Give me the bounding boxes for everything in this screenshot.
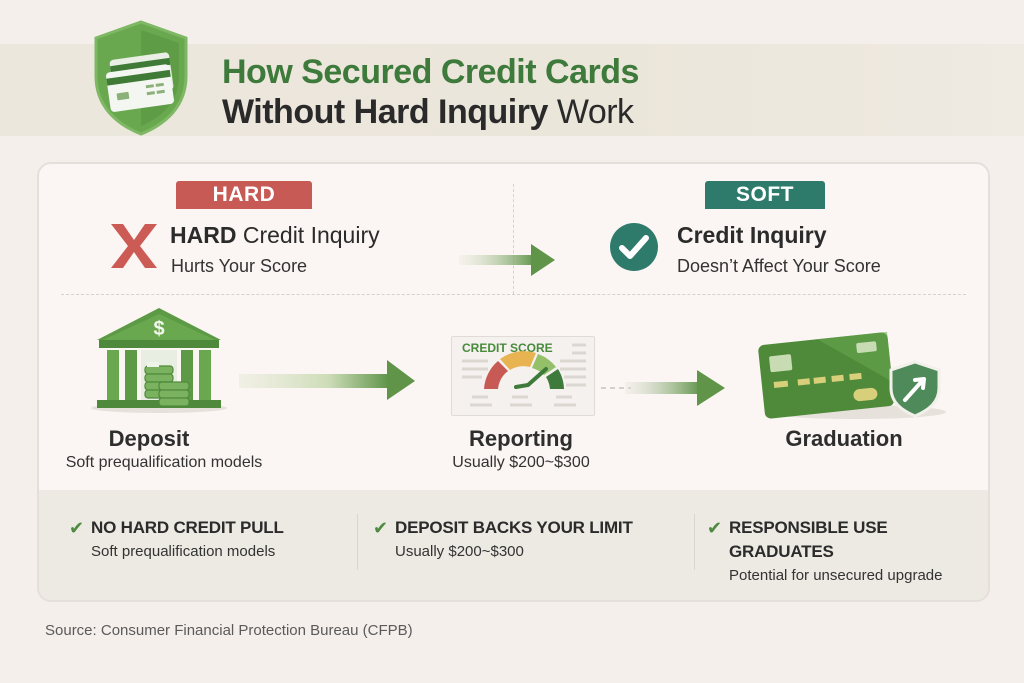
svg-text:$: $ — [153, 318, 164, 340]
title-line-2: Without Hard Inquiry Work — [222, 92, 639, 132]
arrow-right-icon — [459, 244, 555, 276]
credit-score-gauge-icon — [462, 343, 586, 407]
title-line-1: How Secured Credit Cards — [222, 53, 639, 91]
feature-item: ✔ NO HARD CREDIT PULL Soft prequalificati… — [69, 516, 284, 560]
soft-inquiry-title: Credit Inquiry — [677, 222, 827, 248]
hard-inquiry-title-rest: Credit Inquiry — [236, 222, 380, 248]
vertical-divider — [513, 184, 514, 294]
feature-item: ✔ RESPONSIBLE USE GRADUATES Potential for… — [707, 516, 977, 584]
check-icon: ✔ — [373, 518, 388, 538]
feature-item: ✔ DEPOSIT BACKS YOUR LIMIT Usually $200~$… — [373, 516, 633, 560]
check-icon: ✔ — [707, 518, 722, 538]
horizontal-divider — [61, 294, 966, 295]
shield-card-logo-icon — [94, 20, 188, 136]
title-line-2-bold: Without Hard Inquiry — [222, 93, 548, 131]
feature-title: DEPOSIT BACKS YOUR LIMIT — [395, 518, 633, 537]
x-icon — [111, 224, 157, 268]
soft-inquiry-subtitle: Doesn’t Affect Your Score — [677, 256, 881, 276]
check-circle-icon — [610, 223, 658, 271]
feature-subtitle: Potential for unsecured upgrade — [729, 567, 943, 584]
hard-inquiry-title-bold: HARD — [170, 222, 237, 248]
inquiry-comparison: HARD HARD Credit Inquiry Hurts Your Scor… — [39, 164, 988, 294]
feature-title: RESPONSIBLE USE GRADUATES — [729, 518, 888, 561]
credit-score-card-title: CREDIT SCORE — [462, 341, 553, 355]
hard-inquiry-title: HARD Credit Inquiry — [170, 222, 380, 249]
arrow-right-icon — [239, 360, 415, 400]
soft-badge: SOFT — [705, 181, 825, 209]
check-icon: ✔ — [69, 518, 84, 538]
step-graduation-label: Graduation — [785, 426, 903, 451]
step-reporting-label: Reporting — [469, 426, 573, 451]
hard-badge: HARD — [176, 181, 312, 209]
arrow-right-icon — [601, 370, 725, 406]
step-reporting-subtitle: Usually $200~$300 — [452, 454, 590, 471]
feature-subtitle: Soft prequalification models — [91, 543, 276, 560]
features-strip: ✔ NO HARD CREDIT PULL Soft prequalificati… — [39, 490, 988, 600]
hard-inquiry-subtitle: Hurts Your Score — [171, 256, 308, 276]
feature-divider — [694, 514, 695, 570]
feature-title: NO HARD CREDIT PULL — [91, 518, 284, 537]
credit-card-shield-icon — [758, 331, 946, 419]
feature-subtitle: Usually $200~$300 — [395, 543, 524, 560]
step-deposit-label: Deposit — [108, 426, 190, 451]
source-citation: Source: Consumer Financial Protection Bu… — [45, 622, 413, 639]
main-panel: HARD HARD Credit Inquiry Hurts Your Scor… — [37, 162, 990, 602]
step-deposit-subtitle: Soft prequalification models — [65, 454, 263, 471]
title-line-2-regular: Work — [547, 93, 634, 131]
feature-divider — [357, 514, 358, 570]
credit-score-card: CREDIT SCORE — [451, 336, 595, 416]
page-title: How Secured Credit Cards Without Hard In… — [222, 52, 639, 132]
bank-icon: $ — [91, 308, 227, 413]
